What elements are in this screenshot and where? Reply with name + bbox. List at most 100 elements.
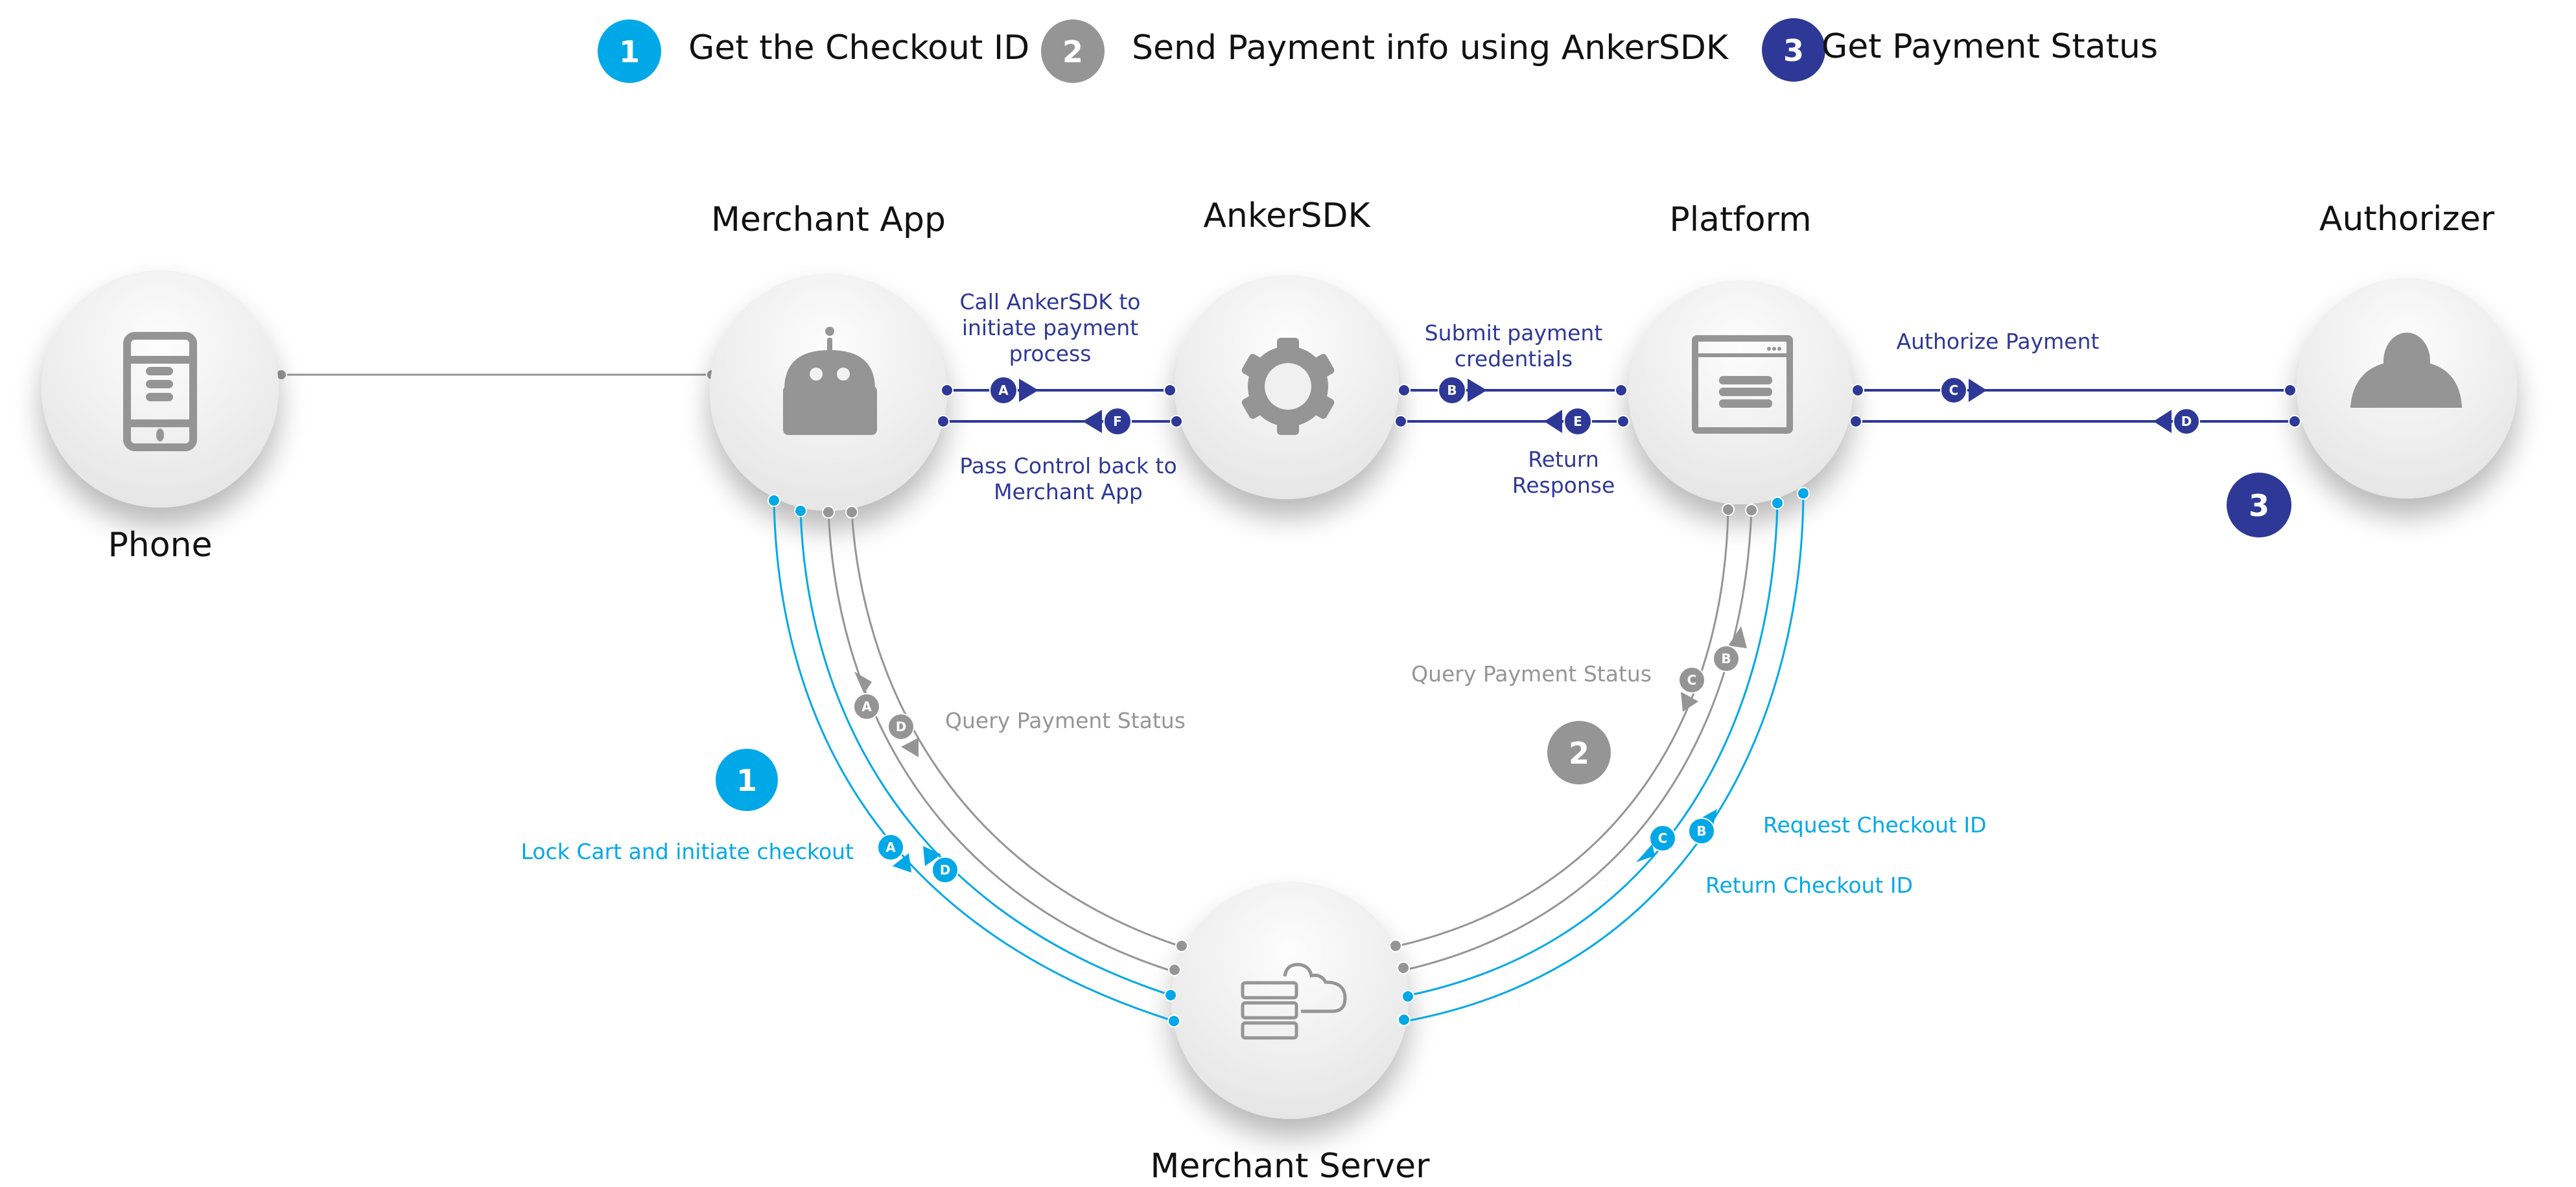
gear-icon (1241, 338, 1335, 435)
node-ankersdk[interactable]: AnkerSDK (1175, 196, 1399, 499)
flow-label: Query Payment Status (945, 708, 1186, 733)
gray-arc-outer (1398, 509, 1729, 947)
svg-text:D: D (940, 862, 951, 878)
step-1-marker: 1 (716, 749, 778, 811)
svg-text:D: D (896, 719, 907, 735)
arrow-up-icon (893, 853, 911, 873)
svg-text:C: C (1687, 672, 1697, 688)
svg-text:B: B (1696, 823, 1706, 839)
browser-window-icon (1692, 335, 1793, 434)
node-authorizer[interactable]: Authorizer (2297, 200, 2517, 499)
left-arc-endpoints (767, 494, 1188, 1028)
step-3-badge (1762, 18, 1825, 82)
svg-text:B: B (1721, 651, 1731, 666)
step-2-number: 2 (1062, 34, 1083, 69)
step-tag-c (1940, 377, 1967, 404)
arrow-right-icon (1468, 379, 1487, 402)
gray-arc-inner (1405, 510, 1753, 971)
node-title-merchant-app: Merchant App (711, 200, 946, 239)
step-3-number: 3 (1783, 33, 1804, 68)
flow-label: Response (1512, 473, 1615, 498)
legend-item-2: 2 Send Payment info using AnkerSDK (1041, 19, 1729, 83)
flow-sdk-platform: B E Submit payment credentials Return Re… (1394, 320, 1630, 498)
flow-app-sdk: A F Call AnkerSDK to initiate payment pr… (937, 289, 1183, 504)
arrow-left-icon (1544, 410, 1562, 433)
arrow-right-icon (1019, 379, 1038, 402)
left-arc-tags: A D Query Payment Status A D Lock Cart a… (521, 672, 1186, 884)
cyan-arc-inner (1409, 502, 1779, 996)
flow-label: Return (1528, 447, 1599, 472)
svg-text:A: A (885, 840, 896, 855)
legend: 1 Get the Checkout ID 2 Send Payment inf… (598, 18, 2158, 83)
svg-text:1: 1 (736, 763, 757, 798)
arrow-up-icon (1728, 626, 1747, 648)
arrow-left-icon (2153, 410, 2172, 433)
svg-text:C: C (1949, 382, 1959, 398)
node-title-phone: Phone (108, 526, 212, 565)
node-title-authorizer: Authorizer (2319, 200, 2495, 239)
flow-label: process (1009, 341, 1092, 366)
flow-label: Pass Control back to (959, 453, 1177, 478)
flow-label: Call AnkerSDK to (959, 289, 1140, 314)
step-tag-d (2173, 408, 2200, 435)
arrow-down-icon (901, 738, 919, 757)
arrow-down-icon (923, 846, 941, 866)
legend-label-3: Get Payment Status (1821, 27, 2158, 66)
node-title-ankersdk: AnkerSDK (1203, 196, 1371, 235)
flow-label: Return Checkout ID (1705, 873, 1913, 898)
node-platform[interactable]: Platform (1628, 200, 1853, 504)
step-2-badge (1041, 19, 1105, 83)
cyan-arc-outer (773, 500, 1175, 1022)
legend-item-3: 3 Get Payment Status (1762, 18, 2158, 82)
flow-label: Authorize Payment (1897, 329, 2100, 354)
svg-text:A: A (998, 382, 1009, 398)
step-tag-b (1438, 376, 1466, 405)
legend-item-1: 1 Get the Checkout ID (598, 19, 1029, 83)
node-title-merchant-server: Merchant Server (1151, 1147, 1431, 1186)
node-merchant-app[interactable]: Merchant App (710, 200, 947, 511)
node-merchant-server[interactable]: Merchant Server (1151, 882, 1431, 1186)
node-circle (41, 270, 279, 508)
cyan-arc-inner (799, 510, 1171, 996)
robot-icon (783, 327, 877, 435)
svg-text:F: F (1113, 414, 1122, 429)
phone-app-connector (275, 369, 718, 381)
server-cloud-icon (1241, 963, 1347, 1040)
svg-text:B: B (1447, 382, 1457, 398)
legend-label-1: Get the Checkout ID (688, 29, 1029, 67)
flow-label: Lock Cart and initiate checkout (521, 839, 854, 864)
node-title-platform: Platform (1669, 200, 1811, 239)
gray-arc-outer (827, 511, 1169, 971)
svg-text:A: A (861, 699, 872, 714)
step-1-badge (598, 19, 661, 83)
step-1-number: 1 (619, 34, 640, 69)
svg-text:D: D (2181, 414, 2192, 429)
svg-text:E: E (1573, 414, 1582, 429)
arrow-down-icon (1681, 692, 1698, 712)
flow-label: Request Checkout ID (1763, 812, 1987, 838)
flow-label: Merchant App (994, 479, 1143, 504)
node-phone[interactable]: Phone (41, 270, 279, 565)
legend-label-2: Send Payment info using AnkerSDK (1132, 29, 1729, 67)
arrow-up-icon (1701, 809, 1717, 825)
mobile-phone-icon (123, 332, 197, 451)
arrow-up-icon (854, 672, 872, 694)
flow-platform-authorizer: C D Authorize Payment (1849, 329, 2301, 435)
flow-label: initiate payment (962, 315, 1138, 340)
flow-label: Query Payment Status (1411, 661, 1652, 687)
arrow-right-icon (1969, 379, 1987, 402)
svg-text:C: C (1658, 830, 1668, 846)
arrow-left-icon (1083, 410, 1102, 433)
user-icon (2350, 333, 2462, 408)
step-2-marker: 2 (1547, 721, 1611, 784)
step-tag-f (1103, 407, 1132, 436)
step-tag-a (989, 376, 1018, 405)
flow-label: credentials (1455, 346, 1573, 371)
left-arc-flows (773, 500, 1182, 1022)
step-tag-e (1563, 407, 1592, 436)
right-arc-tags: B C Query Payment Status B C Request Che… (1411, 626, 1987, 898)
step-3-marker: 3 (2227, 473, 2291, 537)
node-circle (1171, 882, 1409, 1119)
right-arc-endpoints (1389, 487, 1810, 1026)
